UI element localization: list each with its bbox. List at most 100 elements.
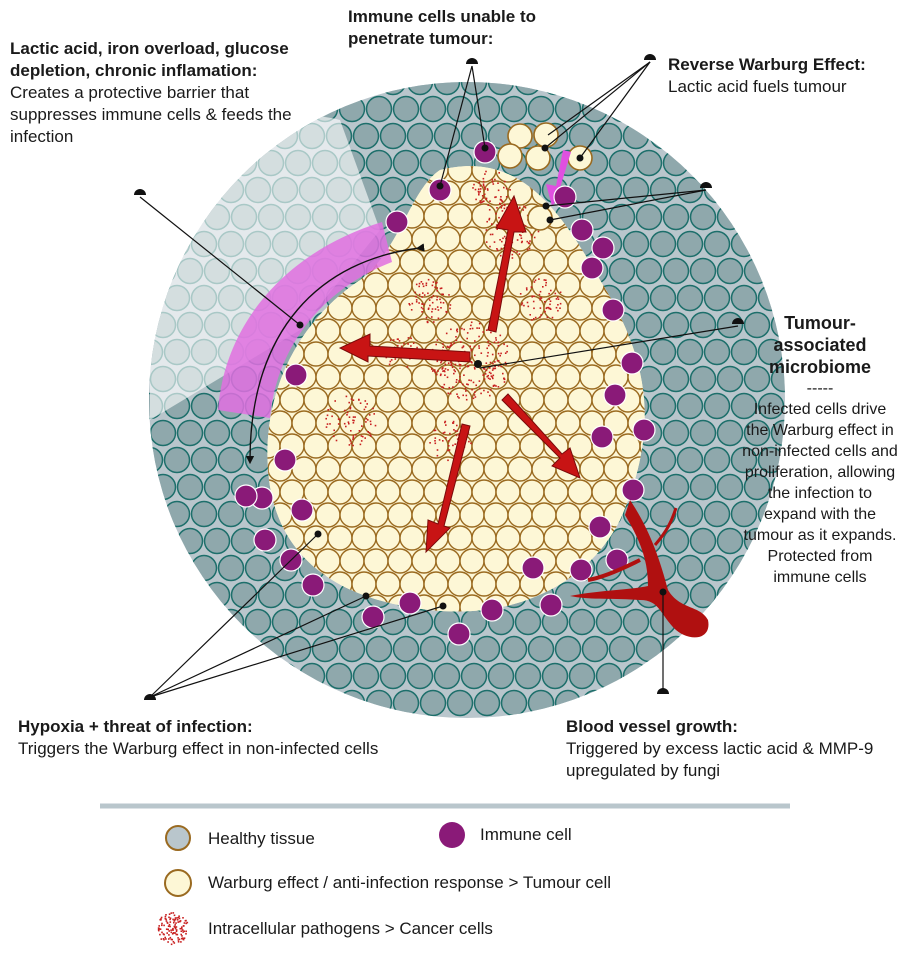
pathogen-speck: [529, 248, 531, 250]
tumour-cell: [460, 365, 484, 389]
pathogen-speck: [353, 399, 355, 401]
pathogen-speck: [485, 373, 487, 375]
immune-cell: [399, 592, 421, 614]
pathogen-speck: [558, 298, 560, 300]
immune-cell: [362, 606, 384, 628]
pathogen-speck: [531, 286, 533, 288]
pathogen-speck: [448, 445, 450, 447]
label-tumour-microbiome: Tumour-associated microbiome ----- Infec…: [742, 312, 898, 588]
tumour-cell: [388, 549, 412, 573]
healthy-cell: [489, 70, 514, 95]
pathogen-speck: [494, 179, 496, 181]
healthy-cell: [381, 124, 406, 149]
pathogen-speck: [445, 424, 447, 426]
pathogen-speck: [456, 381, 458, 383]
pathogen-speck: [455, 364, 457, 366]
healthy-cell: [678, 286, 703, 311]
pathogen-speck: [453, 421, 455, 423]
tumour-cell: [496, 572, 520, 596]
pathogen-speck: [498, 342, 500, 344]
healthy-cell: [624, 178, 649, 203]
pathogen-speck: [438, 318, 440, 320]
tumour-cell: [352, 296, 376, 320]
legend-pathogen-speck: [170, 937, 172, 939]
healthy-cell: [205, 475, 230, 500]
immune-cell: [291, 499, 313, 521]
healthy-cell: [664, 421, 689, 446]
pathogen-speck: [419, 283, 421, 285]
legend-pathogen-speck: [181, 930, 183, 932]
healthy-cell: [705, 394, 730, 419]
healthy-cell: [772, 259, 797, 284]
pathogen-speck: [478, 194, 480, 196]
legend-pathogen-speck: [171, 944, 173, 946]
legend-pathogen-speck: [163, 934, 165, 936]
pathogen-speck: [519, 234, 521, 236]
healthy-cell: [772, 151, 797, 176]
pathogen-speck: [401, 346, 403, 348]
pathogen-speck: [456, 425, 458, 427]
healthy-cell: [718, 637, 743, 662]
pathogen-speck: [474, 391, 476, 393]
tumour-cell: [412, 227, 436, 251]
pathogen-speck: [540, 291, 542, 293]
pathogen-speck: [353, 435, 355, 437]
pathogen-speck: [502, 201, 504, 203]
pathogen-speck: [547, 317, 549, 319]
immune-cell: [621, 352, 643, 374]
tumour-cell: [556, 319, 580, 343]
pathogen-speck: [334, 400, 336, 402]
pathogen-speck: [526, 287, 528, 289]
pathogen-speck: [450, 304, 452, 306]
pathogen-speck: [429, 305, 431, 307]
tumour-cell: [424, 572, 448, 596]
pathogen-speck: [531, 319, 533, 321]
label-hypoxia: Hypoxia + threat of infection: Triggers …: [18, 716, 538, 760]
pathogen-speck: [432, 370, 434, 372]
healthy-cell: [705, 340, 730, 365]
pathogen-speck: [440, 302, 442, 304]
tumour-cell: [412, 549, 436, 573]
pathogen-speck: [389, 364, 391, 366]
legend-pathogen-speck: [180, 934, 182, 936]
pathogen-speck: [479, 388, 481, 390]
legend-pathogen-speck: [165, 916, 167, 918]
pathogen-speck: [470, 325, 472, 327]
healthy-cell: [583, 637, 608, 662]
pathogen-speck: [504, 236, 506, 238]
legend-pathogen-speck: [174, 924, 176, 926]
immune-cell: [540, 594, 562, 616]
legend-pathogen-speck: [165, 918, 167, 920]
pathogen-speck: [442, 343, 444, 345]
healthy-cell: [624, 124, 649, 149]
legend-pathogen-speck: [168, 934, 170, 936]
healthy-cell: [705, 178, 730, 203]
pathogen-speck: [454, 371, 456, 373]
immune-cell: [235, 485, 257, 507]
legend-pathogen-speck: [175, 922, 177, 924]
pathogen-speck: [463, 329, 465, 331]
tumour-cell: [316, 365, 340, 389]
tumour-cell: [376, 480, 400, 504]
pathogen-speck: [493, 385, 495, 387]
pathogen-speck: [502, 210, 504, 212]
healthy-cell: [300, 664, 325, 689]
pathogen-speck: [523, 305, 525, 307]
pathogen-speck: [350, 430, 352, 432]
pathogen-speck: [533, 296, 535, 298]
pathogen-speck: [490, 389, 492, 391]
tumour-cell: [604, 457, 628, 481]
pathogen-speck: [440, 375, 442, 377]
pathogen-speck: [390, 339, 392, 341]
pathogen-speck: [492, 234, 494, 236]
tumour-cell: [580, 319, 604, 343]
pathogen-speck: [444, 371, 446, 373]
label-immune-penetrate: Immune cells unable to penetrate tumour:: [348, 6, 608, 50]
healthy-cell: [205, 421, 230, 446]
pathogen-speck: [503, 344, 505, 346]
pathogen-speck: [346, 414, 348, 416]
immune-cell: [522, 557, 544, 579]
pathogen-speck: [348, 423, 350, 425]
pathogen-speck: [486, 348, 488, 350]
immune-cell: [633, 419, 655, 441]
